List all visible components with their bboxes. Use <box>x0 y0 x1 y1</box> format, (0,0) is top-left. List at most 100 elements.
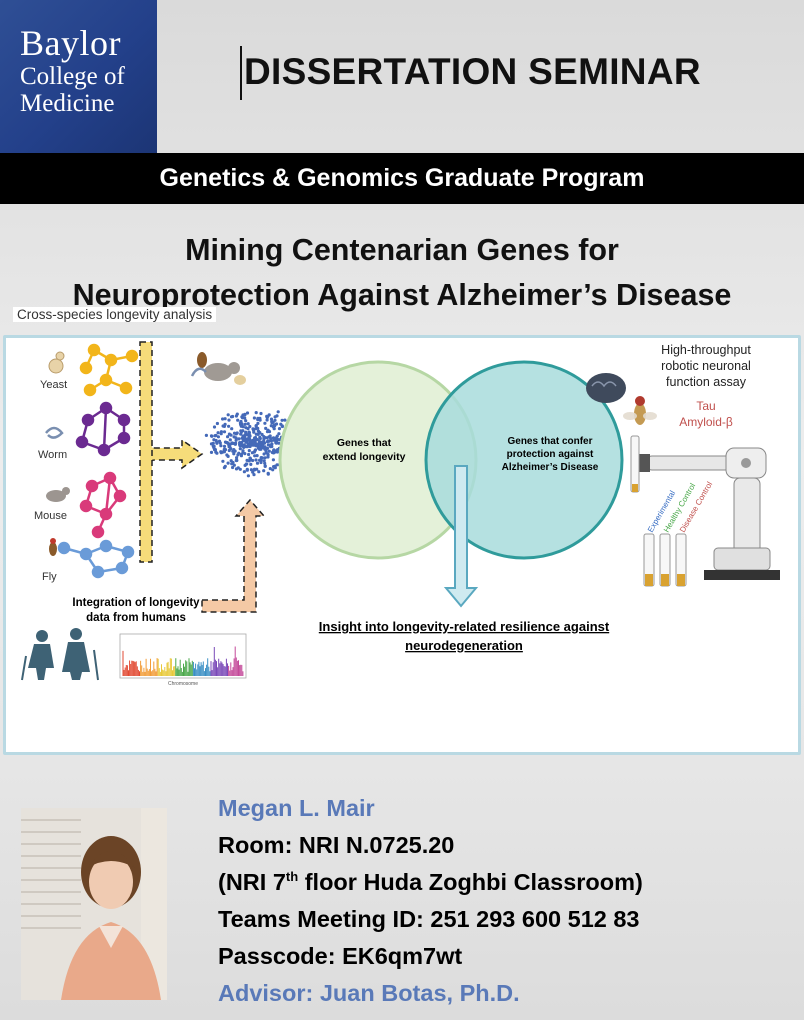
gene-dot <box>260 456 264 460</box>
speaker-info: Megan L. Mair Room: NRI N.0725.20 (NRI 7… <box>218 790 798 1012</box>
gene-dot <box>245 411 250 415</box>
gene-dot <box>232 452 236 456</box>
gene-dot <box>243 422 247 426</box>
gene-dot <box>219 430 223 434</box>
gene-dot <box>213 434 217 438</box>
gene-dot <box>247 449 251 453</box>
gene-dot <box>215 451 219 455</box>
logo-line-1: Baylor <box>20 23 121 63</box>
text-cursor <box>240 46 242 100</box>
brain-icon <box>586 373 626 403</box>
gene-dot <box>227 418 231 422</box>
room: Room: NRI N.0725.20 <box>218 832 455 858</box>
talk-title-line-2: Neuroprotection Against Alzheimer’s Dise… <box>72 278 732 312</box>
gene-dot <box>218 441 222 445</box>
talk-title: Mining Centenarian Genes for Neuroprotec… <box>0 228 804 318</box>
gwas-axis-label: Chromosome <box>168 681 198 687</box>
gene-dot <box>257 470 261 474</box>
venn-alzheimer-circle <box>424 360 624 560</box>
gene-dot <box>222 450 226 454</box>
gene-dot <box>252 416 256 420</box>
gene-dot <box>231 460 235 465</box>
gene-dot <box>274 436 278 440</box>
gene-dot <box>280 424 284 428</box>
yeast-icon <box>48 351 65 374</box>
gene-dot <box>271 458 275 462</box>
advisor: Advisor: Juan Botas, Ph.D. <box>218 980 520 1006</box>
gene-dot <box>209 450 214 454</box>
gene-dot <box>219 451 223 455</box>
tau-label: Tau <box>696 399 715 413</box>
speaker-name: Megan L. Mair <box>218 795 375 821</box>
gene-dot <box>256 421 260 425</box>
fly-network-icon <box>57 539 135 579</box>
gene-dot <box>272 451 276 455</box>
gene-dot <box>265 446 270 450</box>
gene-dot <box>236 418 240 422</box>
gene-dot <box>210 434 214 438</box>
floor-sup: th <box>285 869 299 885</box>
gene-dot <box>235 458 239 462</box>
organism-label-fly: Fly <box>42 571 57 583</box>
cross-species-label: Cross-species longevity analysis <box>13 307 217 322</box>
gene-dot <box>256 429 260 433</box>
gene-dot <box>260 432 264 437</box>
gene-dot <box>253 454 257 458</box>
gene-dot <box>255 461 260 465</box>
gene-dot <box>235 456 239 460</box>
gene-dot <box>244 430 248 434</box>
gene-dot <box>231 414 235 419</box>
organism-label-yeast: Yeast <box>40 379 67 391</box>
teams-meeting-id: Teams Meeting ID: 251 293 600 512 83 <box>218 906 640 932</box>
gene-dot <box>239 430 243 434</box>
gene-dot <box>246 474 250 478</box>
gene-dot <box>233 449 237 453</box>
gene-dot <box>254 442 258 446</box>
gene-dot <box>228 438 232 442</box>
gene-dot <box>271 468 275 472</box>
gene-dot <box>223 417 227 421</box>
yeast-network-icon <box>79 343 139 397</box>
mouse-icon <box>46 487 70 502</box>
gene-dot <box>230 427 234 431</box>
gene-dot <box>204 433 208 437</box>
gene-dot <box>266 471 270 475</box>
fly-icon <box>49 538 57 556</box>
gene-dot <box>212 425 217 429</box>
peach-up-arrow <box>201 498 266 613</box>
gene-dot <box>227 432 231 436</box>
header: Baylor College of Medicine DISSERTATION … <box>0 0 804 153</box>
gene-dot <box>237 437 241 441</box>
venn-right-line-1: Genes that confer <box>507 436 592 447</box>
gene-dot <box>225 441 229 445</box>
gene-dot <box>234 414 238 418</box>
gene-dot <box>273 415 277 419</box>
gene-dot <box>242 444 246 448</box>
gene-dot <box>234 436 238 440</box>
gene-dot <box>243 438 247 443</box>
gene-dot <box>272 423 276 427</box>
gene-dot <box>280 418 284 422</box>
gene-dot <box>277 427 282 431</box>
gene-dot <box>252 430 256 434</box>
venn-left-line-1: Genes that <box>337 437 392 449</box>
gene-dot <box>216 431 220 435</box>
gene-dot <box>249 468 253 472</box>
gene-dot <box>238 421 242 425</box>
venn-left-line-2: extend longevity <box>323 451 406 463</box>
gene-dot <box>276 410 280 414</box>
floor-pre: (NRI 7 <box>218 869 286 895</box>
gene-dot <box>245 467 249 471</box>
gene-dot <box>266 414 270 418</box>
gene-dot <box>234 438 238 442</box>
gene-dot <box>269 417 274 421</box>
gene-dot <box>215 421 219 426</box>
gene-dot <box>269 424 273 428</box>
gene-dot <box>209 442 214 446</box>
gene-dot <box>274 439 279 443</box>
gene-dot <box>239 454 243 458</box>
organism-label-worm: Worm <box>38 449 67 461</box>
gene-dot <box>262 469 266 473</box>
gene-dot <box>250 439 254 443</box>
gene-dot <box>227 424 231 428</box>
